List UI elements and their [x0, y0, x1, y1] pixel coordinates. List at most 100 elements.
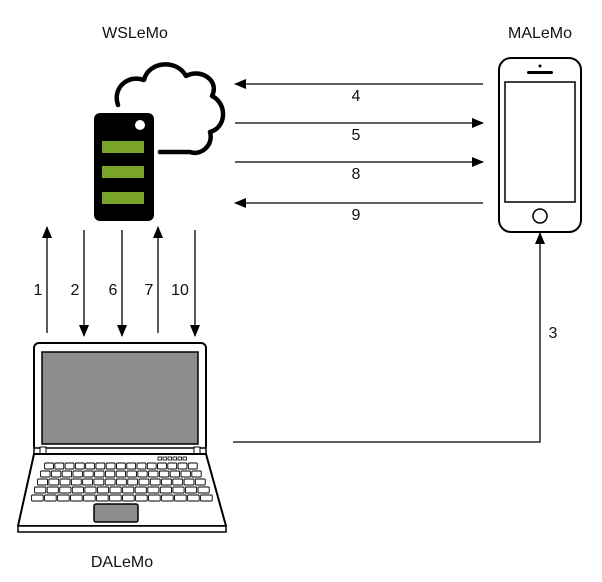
keyboard-key [122, 494, 135, 502]
keyboard-key [127, 478, 139, 486]
laptop-touchpad [93, 503, 139, 523]
keyboard-key [191, 470, 202, 478]
keyboard-key [44, 462, 54, 470]
keyboard-led [172, 456, 177, 461]
keyboard-key [148, 494, 161, 502]
edge-label-7: 7 [145, 282, 154, 299]
keyboard-key [136, 462, 147, 470]
keyboard-key [134, 486, 147, 494]
keyboard-key [146, 462, 157, 470]
server-tower-icon [94, 113, 154, 221]
keyboard-key [116, 478, 127, 486]
keyboard-key [180, 470, 191, 478]
keyboard-key [185, 486, 198, 494]
keyboard-key [34, 486, 47, 494]
keyboard-key [59, 478, 71, 486]
edge-label-5: 5 [352, 127, 361, 144]
keyboard-led [162, 456, 167, 461]
keyboard-key [85, 462, 95, 470]
keyboard-key [84, 486, 97, 494]
keyboard-key [71, 486, 84, 494]
keyboard-key [169, 470, 181, 478]
edge-label-6: 6 [109, 282, 118, 299]
keyboard-key [37, 478, 48, 486]
keyboard-key [187, 462, 198, 470]
keyboard-key [70, 494, 83, 502]
keyboard-key [57, 494, 70, 502]
keyboard-key [97, 486, 110, 494]
edge-2[interactable]: 2 [71, 230, 89, 337]
edge-label-10: 10 [171, 282, 189, 299]
edge-1[interactable]: 1 [34, 226, 52, 333]
phone-label: MALeMo [508, 25, 572, 42]
keyboard-key [161, 494, 174, 502]
phone-icon [498, 57, 582, 233]
edge-8[interactable]: 8 [235, 157, 484, 183]
keyboard-key [83, 494, 96, 502]
edge-10[interactable]: 10 [171, 230, 200, 337]
keyboard-key [116, 462, 126, 470]
edge-6[interactable]: 6 [109, 230, 127, 337]
edge-7[interactable]: 7 [145, 226, 163, 333]
keyboard-key [31, 494, 44, 502]
keyboard-key [126, 470, 137, 478]
keyboard-key [197, 486, 210, 494]
keyboard-key [138, 478, 150, 486]
keyboard-key [157, 462, 167, 470]
keyboard-key [109, 486, 122, 494]
keyboard-key [83, 470, 94, 478]
keyboard-key [187, 494, 200, 502]
edge-label-2: 2 [71, 282, 80, 299]
keyboard-key [137, 470, 148, 478]
keyboard-key [177, 462, 188, 470]
keyboard-key [93, 478, 105, 486]
keyboard-key [104, 478, 116, 486]
keyboard-key [46, 486, 59, 494]
edge-label-8: 8 [352, 166, 361, 183]
keyboard-key [70, 478, 82, 486]
laptop-keyboard [31, 456, 213, 502]
keyboard-key [104, 470, 116, 478]
edge-label-1: 1 [34, 282, 43, 299]
keyboard-key [172, 486, 185, 494]
edge-label-3: 3 [549, 325, 558, 342]
keyboard-key [96, 494, 109, 502]
keyboard-key [122, 486, 135, 494]
laptop-icon [17, 342, 227, 533]
keyboard-key [94, 470, 105, 478]
edge-3[interactable]: 3 [233, 232, 558, 443]
laptop-screen [41, 351, 199, 445]
keyboard-key [147, 486, 160, 494]
edge-9[interactable]: 9 [234, 198, 483, 224]
phone-node[interactable]: MALeMo [498, 25, 582, 233]
keyboard-key [74, 462, 85, 470]
keyboard-key [158, 470, 170, 478]
keyboard-key [50, 470, 62, 478]
keyboard-key [174, 494, 187, 502]
keyboard-key [135, 494, 148, 502]
keyboard-led [182, 456, 187, 461]
server-node[interactable]: WSLeMo [94, 25, 226, 221]
keyboard-led [157, 456, 162, 461]
keyboard-key [167, 462, 178, 470]
keyboard-key [115, 470, 127, 478]
keyboard-key [82, 478, 93, 486]
keyboard-key [54, 462, 65, 470]
server-label: WSLeMo [102, 25, 168, 42]
keyboard-led [177, 456, 182, 461]
keyboard-key [95, 462, 106, 470]
edge-label-4: 4 [352, 88, 361, 105]
server-drive-2 [102, 166, 144, 178]
keyboard-key [159, 486, 172, 494]
keyboard-key [200, 494, 213, 502]
keyboard-key [64, 462, 75, 470]
keyboard-key [161, 478, 172, 486]
keyboard-key [126, 462, 137, 470]
edge-5[interactable]: 5 [235, 118, 484, 144]
laptop-node[interactable]: DALeMo [17, 342, 227, 571]
keyboard-key [109, 494, 122, 502]
keyboard-led [167, 456, 172, 461]
edge-4[interactable]: 4 [234, 79, 483, 105]
keyboard-key [105, 462, 116, 470]
